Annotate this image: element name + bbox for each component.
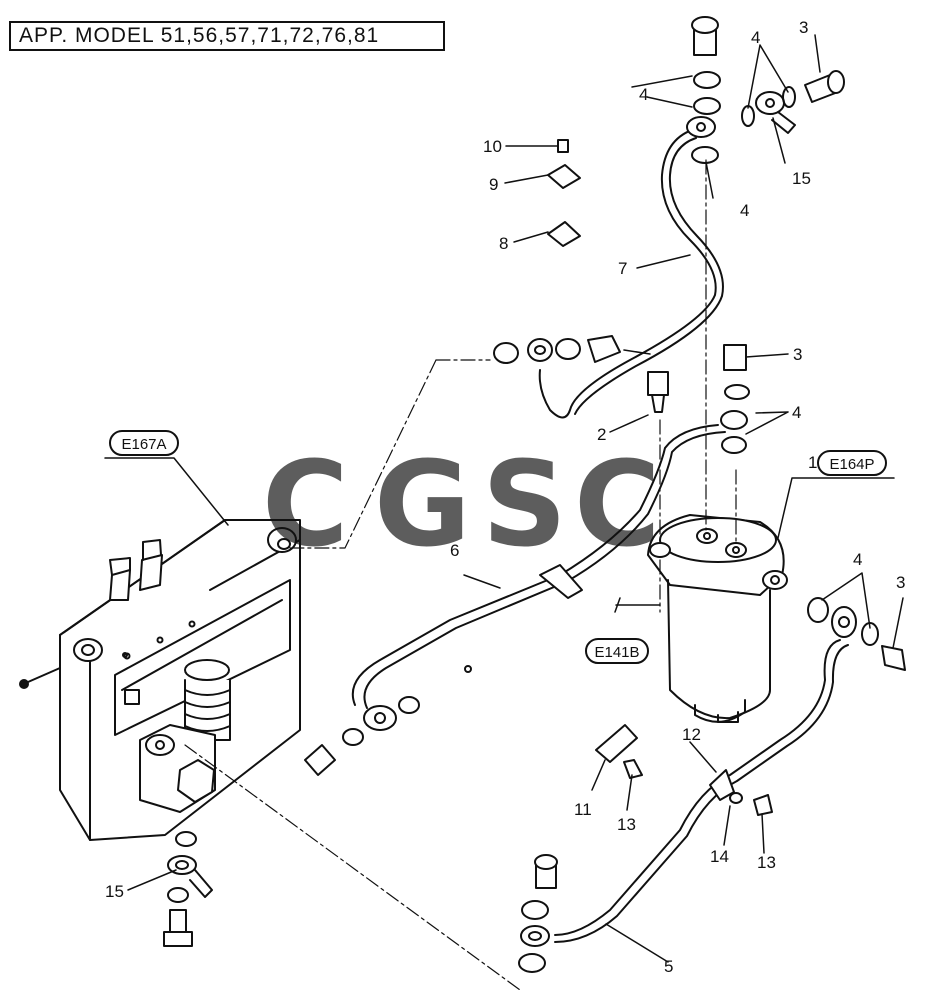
ref-code-text: E164P bbox=[829, 456, 874, 473]
fuel-pipe-7 bbox=[538, 116, 724, 419]
ref-E164P: E164P bbox=[817, 450, 887, 476]
callout-2: 2 bbox=[597, 425, 606, 444]
fuel-pipe-6 bbox=[304, 424, 726, 776]
callout-1: 1 bbox=[808, 453, 817, 472]
callout-13: 13 bbox=[617, 815, 636, 834]
watermark-letter-c: C bbox=[262, 435, 349, 573]
callout-4: 4 bbox=[751, 28, 760, 47]
callout-12: 12 bbox=[682, 725, 701, 744]
callout-15: 15 bbox=[105, 882, 124, 901]
callout-4: 4 bbox=[639, 85, 648, 104]
callout-numbers: 4 4 3 4 15 10 9 8 7 3 4 2 1 4 3 6 12 11 … bbox=[105, 18, 905, 976]
cgsc-watermark: C G S C bbox=[262, 435, 661, 573]
banjo-fitting-upper bbox=[691, 16, 845, 164]
callout-11: 11 bbox=[574, 800, 592, 819]
callout-10: 10 bbox=[483, 137, 502, 156]
bolts-above-filter bbox=[647, 344, 750, 454]
ref-E167A: E167A bbox=[109, 430, 179, 456]
banjo-fitting-lower bbox=[163, 831, 213, 947]
callout-4: 4 bbox=[792, 403, 801, 422]
callout-8: 8 bbox=[499, 234, 508, 253]
callout-7: 7 bbox=[618, 259, 627, 278]
callout-4: 4 bbox=[740, 201, 749, 220]
injection-pump bbox=[19, 519, 301, 841]
callout-15: 15 bbox=[792, 169, 811, 188]
watermark-letter-g: G bbox=[374, 435, 471, 573]
callout-9: 9 bbox=[489, 175, 498, 194]
washers-pipe7 bbox=[493, 335, 621, 364]
callout-14: 14 bbox=[710, 847, 729, 866]
callout-6: 6 bbox=[450, 541, 459, 560]
center-lines bbox=[184, 159, 737, 991]
callout-5: 5 bbox=[664, 957, 673, 976]
leader-lines bbox=[104, 34, 904, 963]
callout-3: 3 bbox=[793, 345, 802, 364]
clamp-and-bolts bbox=[595, 724, 773, 816]
fuel-filter bbox=[647, 514, 788, 723]
app-model-header: APP. MODEL 51,56,57,71,72,76,81 bbox=[9, 21, 445, 51]
callout-3: 3 bbox=[799, 18, 808, 37]
callout-3: 3 bbox=[896, 573, 905, 592]
fuel-pipe-5 bbox=[518, 597, 906, 973]
ref-code-text: E141B bbox=[594, 644, 639, 661]
watermark-letter-s: S bbox=[482, 435, 567, 573]
callout-13: 13 bbox=[757, 853, 776, 872]
watermark-letter-c: C bbox=[574, 435, 661, 573]
app-model-text: APP. MODEL 51,56,57,71,72,76,81 bbox=[19, 24, 380, 47]
ref-E141B: E141B bbox=[585, 638, 649, 664]
callout-4: 4 bbox=[853, 550, 862, 569]
clip-parts bbox=[547, 139, 581, 247]
ref-code-text: E167A bbox=[121, 436, 166, 453]
